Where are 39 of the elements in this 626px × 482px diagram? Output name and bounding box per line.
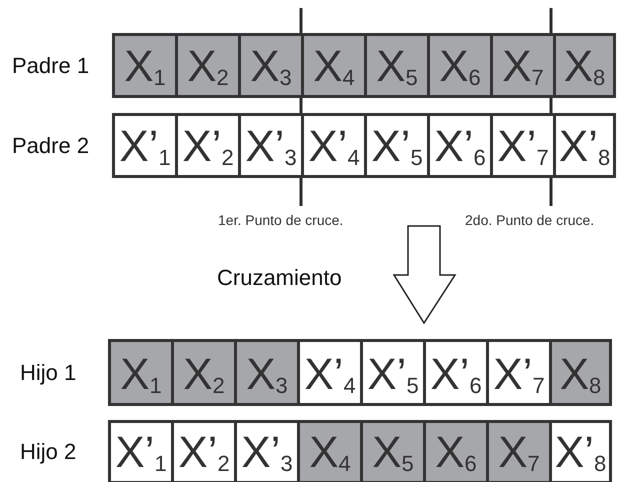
- gene-cell: X’$_{7}$: [486, 339, 552, 406]
- gene-cell: X$_{7}$: [490, 33, 556, 98]
- gene-cell: X$_{6}$: [427, 33, 493, 98]
- gene-cell: X$_{7}$: [486, 420, 552, 482]
- gene-cell: X’$_{6}$: [427, 113, 493, 178]
- gene-cell: X$_{6}$: [423, 420, 489, 482]
- gene-cell: X’$_{6}$: [423, 339, 489, 406]
- gene-cell: X$_{4}$: [297, 420, 363, 482]
- gene-cell: X$_{2}$: [171, 339, 237, 406]
- gene-cell: X’$_{7}$: [490, 113, 556, 178]
- gene-cell: X’$_{2}$: [171, 420, 237, 482]
- crossover-point-label: 2do. Punto de cruce.: [465, 212, 594, 228]
- gene-cell: X’$_{5}$: [364, 113, 430, 178]
- row-label: Hijo 1: [20, 360, 76, 386]
- row-label: Padre 2: [12, 132, 90, 158]
- gene-cell: X’$_{1}$: [112, 113, 178, 178]
- row-label: Padre 1: [12, 52, 90, 78]
- gene-cell: X$_{4}$: [301, 33, 367, 98]
- gene-cell: X$_{5}$: [364, 33, 430, 98]
- row-label: Hijo 2: [20, 439, 76, 465]
- gene-cell: X’$_{4}$: [297, 339, 363, 406]
- gene-cell: X’$_{1}$: [108, 420, 174, 482]
- gene-cell: X’$_{8}$: [549, 420, 612, 482]
- operation-label: Cruzamiento: [217, 265, 342, 291]
- gene-cell: X’$_{4}$: [301, 113, 367, 178]
- gene-cell: X’$_{3}$: [238, 113, 304, 178]
- gene-cell: X$_{5}$: [360, 420, 426, 482]
- gene-cell: X$_{3}$: [234, 339, 300, 406]
- gene-cell: X$_{1}$: [112, 33, 178, 98]
- gene-cell: X$_{8}$: [553, 33, 616, 98]
- gene-cell: X’$_{5}$: [360, 339, 426, 406]
- gene-cell: X$_{2}$: [175, 33, 241, 98]
- crossover-point-label: 1er. Punto de cruce.: [218, 212, 344, 228]
- gene-cell: X’$_{2}$: [175, 113, 241, 178]
- gene-cell: X$_{8}$: [549, 339, 612, 406]
- gene-cell: X’$_{3}$: [234, 420, 300, 482]
- gene-cell: X$_{3}$: [238, 33, 304, 98]
- gene-cell: X$_{1}$: [108, 339, 174, 406]
- gene-cell: X’$_{8}$: [553, 113, 616, 178]
